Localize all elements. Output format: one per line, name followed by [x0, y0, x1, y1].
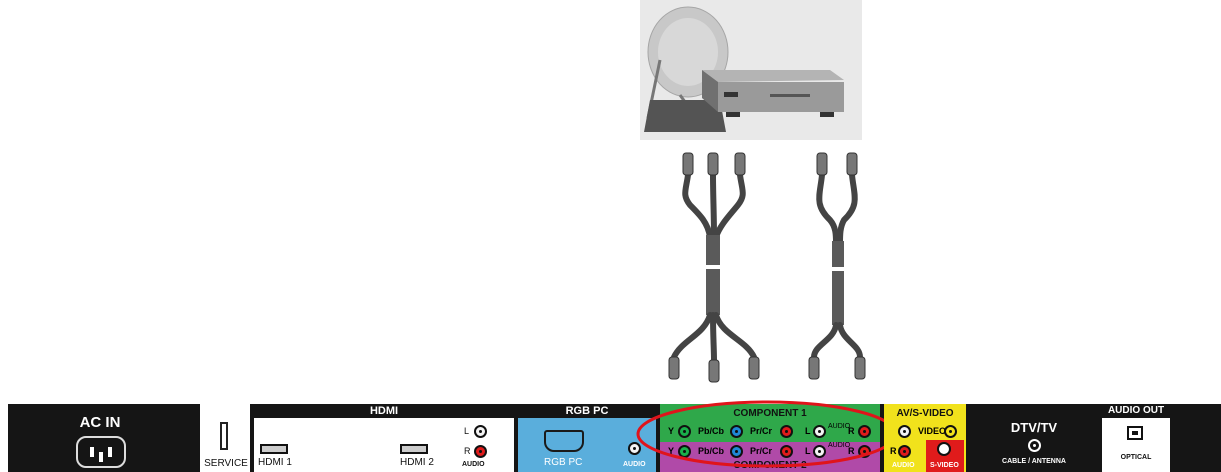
hdmi-audio-r-jack[interactable]: [474, 445, 487, 458]
optical-label: OPTICAL: [1120, 454, 1152, 461]
ac-in-panel: AC IN: [8, 404, 192, 472]
c2-pb-jack[interactable]: [730, 445, 743, 458]
hdmi1-label: HDMI 1: [258, 457, 292, 468]
dtv-panel: DTV/TV CABLE / ANTENNA: [970, 404, 1098, 472]
audio-out-title: AUDIO OUT: [1102, 404, 1170, 418]
c2-l-label: L: [805, 446, 811, 456]
svideo-port-icon[interactable]: [937, 442, 951, 456]
hdmi2-port-icon[interactable]: [400, 444, 428, 454]
c1-y-label: Y: [668, 426, 675, 436]
antenna-port-icon[interactable]: [1028, 439, 1041, 452]
hdmi2-label: HDMI 2: [400, 457, 434, 468]
service-port-icon[interactable]: [220, 422, 228, 450]
dtv-title: DTV/TV: [1010, 420, 1058, 435]
power-socket-icon: [76, 436, 126, 468]
satellite-receiver-illustration: [640, 0, 862, 140]
av-r-jack[interactable]: [898, 445, 911, 458]
av-r-label: R: [890, 446, 897, 456]
hdmi-panel: HDMI HDMI 1 HDMI 2 L R AUDIO: [254, 404, 514, 472]
rgb-pc-panel: RGB PC RGB PC AUDIO: [518, 404, 656, 472]
hdmi-audio-label: AUDIO: [462, 461, 485, 468]
c1-pb-jack[interactable]: [730, 425, 743, 438]
audio-out-panel: AUDIO OUT OPTICAL: [1102, 404, 1170, 472]
service-panel: SERVICE: [200, 404, 250, 472]
rgb-pc-port-label: RGB PC: [544, 457, 583, 468]
c1-r-jack[interactable]: [858, 425, 871, 438]
c2-pr-label: Pr/Cr: [750, 446, 773, 456]
hdmi-audio-l-jack[interactable]: [474, 425, 487, 438]
c1-pr-label: Pr/Cr: [750, 426, 773, 436]
component-panel: COMPONENT 1 COMPONENT 2 Y Pb/Cb Pr/Cr L …: [660, 404, 880, 472]
component1-title: COMPONENT 1: [733, 408, 807, 419]
c2-audio-label: AUDIO: [828, 442, 851, 449]
svideo-label: S-VIDEO: [930, 462, 959, 469]
c1-audio-label: AUDIO: [828, 423, 851, 430]
vga-port-icon[interactable]: [544, 430, 584, 452]
c2-pr-jack[interactable]: [780, 445, 793, 458]
av-svideo-panel: AV/S-VIDEO VIDEO R AUDIO S-VIDEO: [884, 404, 966, 472]
av-audio-label: AUDIO: [892, 462, 915, 469]
highlight-ellipse: [636, 400, 898, 468]
rgb-pc-title: RGB PC: [518, 404, 656, 418]
ac-in-label: AC IN: [79, 414, 121, 431]
c2-r-label: R: [848, 446, 855, 456]
dtv-sub-label: CABLE / ANTENNA: [1002, 458, 1066, 465]
audio-cable-icon: [808, 152, 866, 380]
c2-pb-label: Pb/Cb: [698, 446, 724, 456]
av-title: AV/S-VIDEO: [896, 408, 954, 419]
c1-y-jack[interactable]: [678, 425, 691, 438]
av-video-label: VIDEO: [918, 426, 947, 436]
av-l-jack[interactable]: [898, 425, 911, 438]
c2-l-jack[interactable]: [813, 445, 826, 458]
component-video-cable-icon: [668, 152, 760, 383]
hdmi-audio-r-label: R: [464, 446, 471, 456]
optical-port-icon[interactable]: [1127, 426, 1143, 440]
rgb-pc-audio-label: AUDIO: [623, 461, 646, 468]
hdmi1-port-icon[interactable]: [260, 444, 288, 454]
service-label: SERVICE: [204, 458, 248, 469]
hdmi-audio-l-label: L: [464, 426, 470, 436]
av-video-jack[interactable]: [944, 425, 957, 438]
c1-pr-jack[interactable]: [780, 425, 793, 438]
hdmi-title: HDMI: [254, 404, 514, 418]
c1-pb-label: Pb/Cb: [698, 426, 724, 436]
c1-l-jack[interactable]: [813, 425, 826, 438]
c1-l-label: L: [805, 426, 811, 436]
c1-r-label: R: [848, 426, 855, 436]
c2-y-label: Y: [668, 446, 675, 456]
rgb-pc-audio-jack[interactable]: [628, 442, 641, 455]
c2-y-jack[interactable]: [678, 445, 691, 458]
